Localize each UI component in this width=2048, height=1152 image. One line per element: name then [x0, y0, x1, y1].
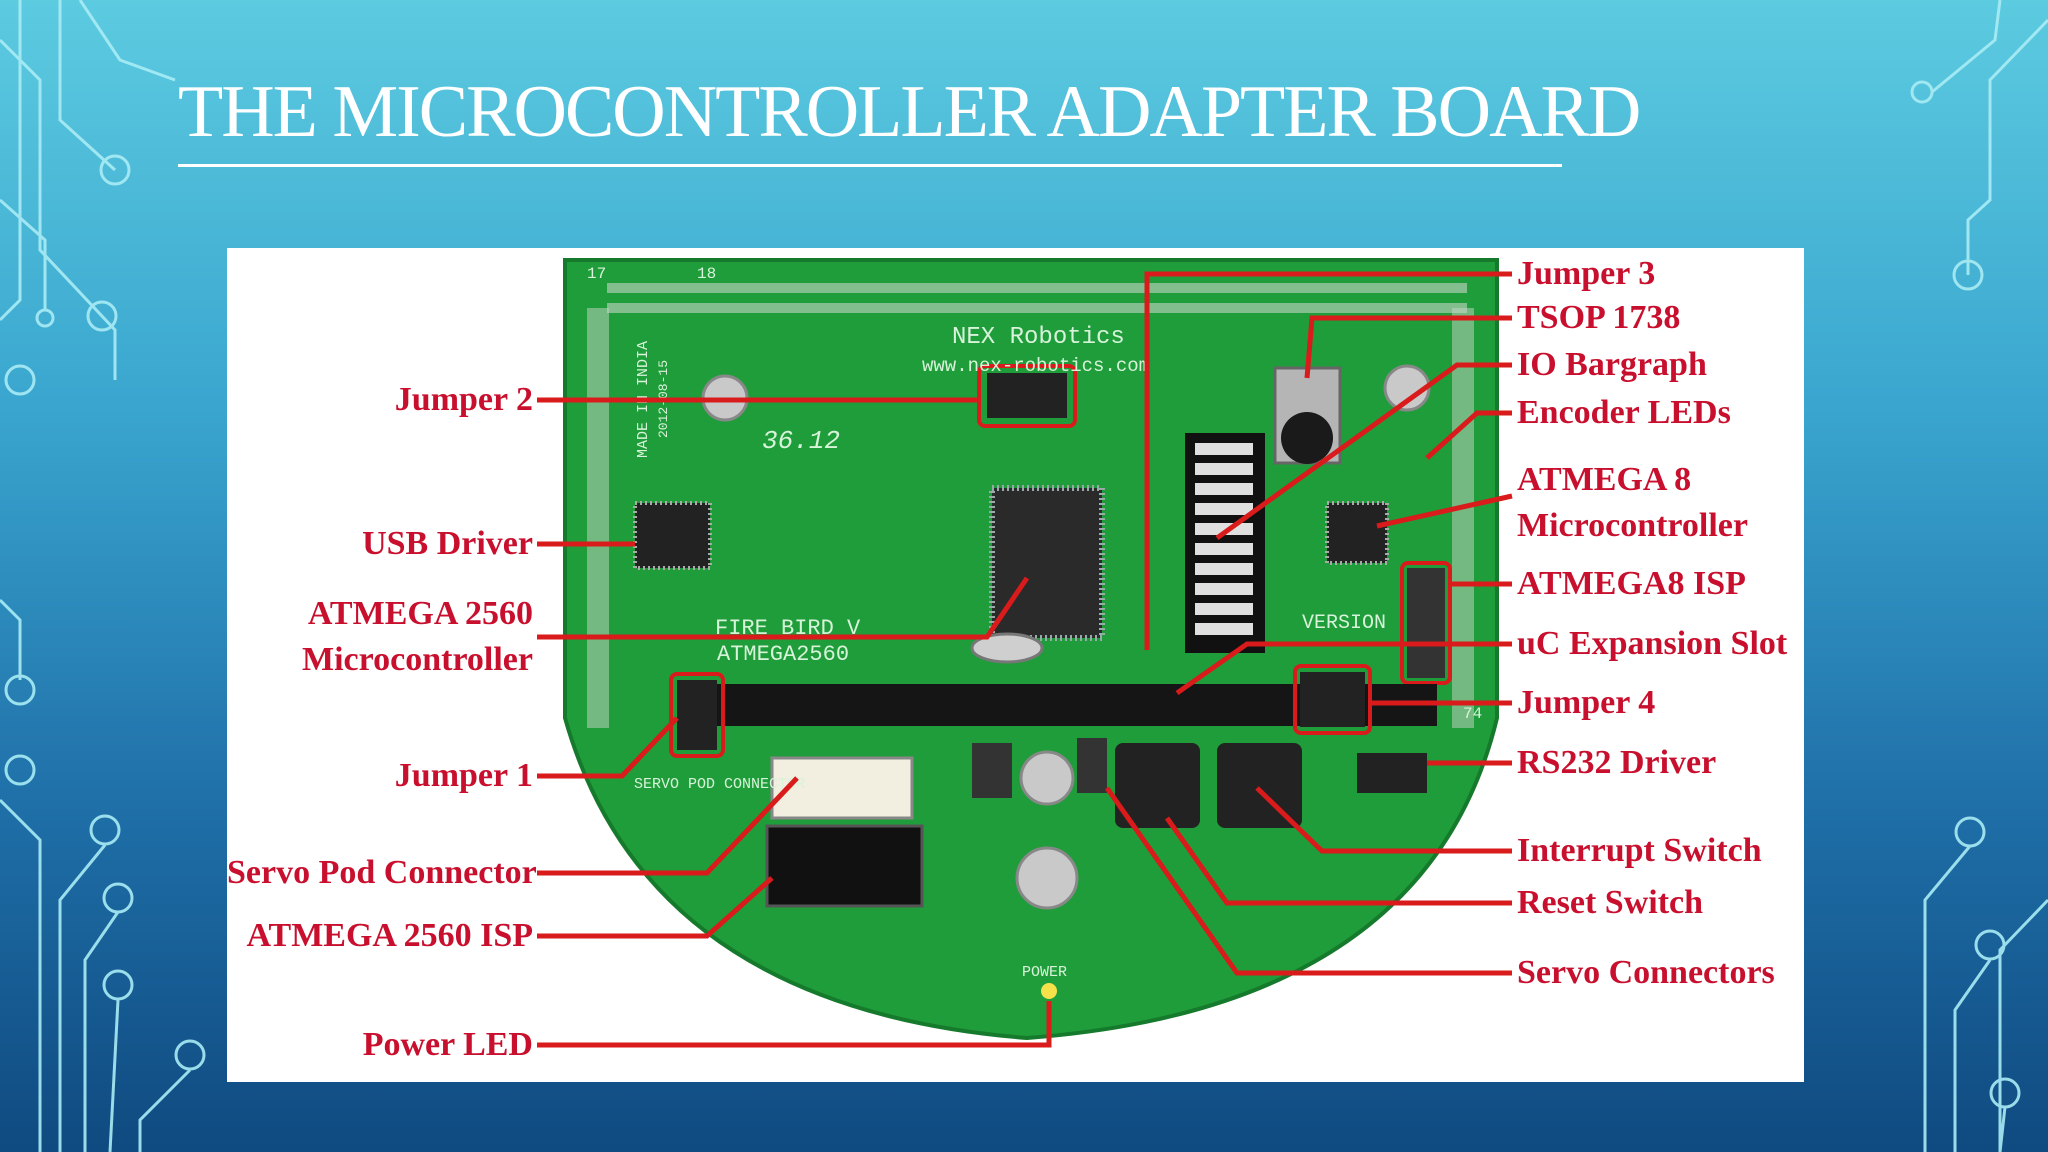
silk-version-code: 36.12	[762, 426, 840, 456]
label-usb-driver: USB Driver	[362, 525, 533, 562]
label-encoder-leds: Encoder LEDs	[1517, 394, 1731, 431]
slide-title: THE MICROCONTROLLER ADAPTER BOARD	[178, 71, 1641, 153]
label-atmega2560: ATMEGA 2560	[307, 595, 533, 632]
rs232-driver-chip	[1357, 753, 1427, 793]
jumper-4	[1300, 672, 1365, 727]
usb-driver-chip	[633, 501, 712, 570]
label-servo-connectors: Servo Connectors	[1517, 954, 1775, 991]
label-jumper-1: Jumper 1	[394, 757, 533, 794]
atmega2560-chip	[989, 485, 1105, 641]
right-header-pins	[1452, 308, 1474, 728]
jumper-1	[677, 680, 717, 750]
top-header-pins	[607, 283, 1467, 313]
jumper-2	[987, 373, 1067, 418]
silk-chip: ATMEGA2560	[717, 642, 849, 667]
atmega8-chip	[1325, 501, 1389, 565]
label-jumper-2: Jumper 2	[394, 381, 533, 418]
servo-pod-connector	[770, 756, 914, 820]
board-figure: NEX Robotics www.nex-robotics.com FIRE B…	[227, 248, 1804, 1082]
label-reset-switch: Reset Switch	[1517, 884, 1704, 921]
label-io-bargraph: IO Bargraph	[1517, 346, 1707, 383]
board-illustration: NEX Robotics www.nex-robotics.com FIRE B…	[537, 258, 1513, 1048]
label-jumper-3: Jumper 3	[1517, 255, 1656, 292]
title-underline	[178, 164, 1562, 167]
left-header-pins	[587, 308, 609, 728]
label-atmega8-sub: Microcontroller	[1517, 507, 1748, 544]
label-servo-pod-connector: Servo Pod Connector	[227, 854, 537, 891]
silk-power: POWER	[1022, 964, 1067, 981]
silk-pin-18: 18	[697, 265, 716, 283]
atmega2560-isp-header	[765, 824, 924, 908]
silk-version-label: VERSION	[1302, 612, 1386, 635]
label-interrupt-switch: Interrupt Switch	[1517, 832, 1762, 869]
label-tsop-1738: TSOP 1738	[1517, 299, 1681, 336]
silk-pin-17: 17	[587, 265, 606, 283]
mounting-hole	[1015, 846, 1079, 910]
label-atmega8-isp: ATMEGA8 ISP	[1517, 565, 1746, 602]
label-rs232-driver: RS232 Driver	[1517, 744, 1717, 781]
silk-pin-74: 74	[1463, 705, 1482, 723]
label-jumper-4: Jumper 4	[1517, 684, 1656, 721]
servo-connector-pins	[972, 743, 1012, 798]
label-power-led: Power LED	[362, 1026, 533, 1063]
label-atmega2560-isp: ATMEGA 2560 ISP	[246, 917, 533, 954]
crystal	[970, 632, 1044, 664]
leader-lines	[537, 271, 1513, 1048]
label-atmega8: ATMEGA 8	[1517, 461, 1692, 498]
label-atmega2560-sub: Microcontroller	[302, 641, 533, 678]
interrupt-switch	[1217, 743, 1302, 828]
silk-url: www.nex-robotics.com	[922, 355, 1150, 377]
mounting-hole	[1019, 750, 1075, 806]
reset-switch	[1115, 743, 1200, 828]
silk-servo: SERVO POD CONNECTOR	[634, 776, 805, 793]
servo-connector-pins	[1077, 738, 1107, 793]
power-led	[1041, 983, 1057, 999]
silk-brand: NEX Robotics	[952, 324, 1125, 351]
label-uc-expansion-slot: uC Expansion Slot	[1517, 625, 1788, 662]
atmega8-isp-header	[1407, 568, 1445, 678]
